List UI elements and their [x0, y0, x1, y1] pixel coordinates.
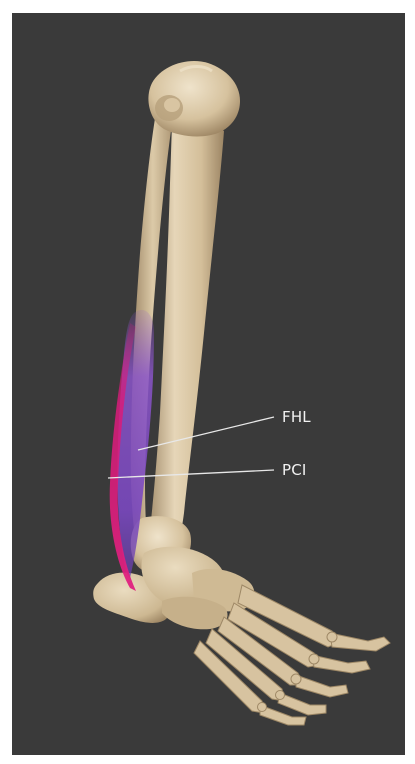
fhl-leader-line	[138, 417, 274, 450]
fhl-label: FHL	[282, 410, 311, 425]
pci-label: PCI	[282, 463, 307, 478]
anatomy-figure: FHL PCI	[12, 13, 405, 755]
tibia-proximal-head	[148, 61, 240, 136]
leg-skeleton-illustration	[12, 13, 405, 755]
